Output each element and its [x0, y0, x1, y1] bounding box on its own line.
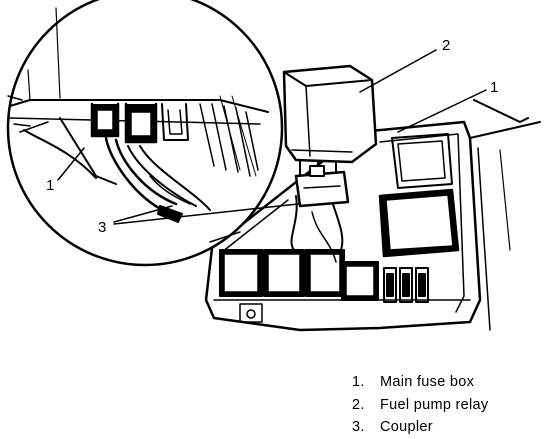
leader-coupler-b	[113, 203, 299, 225]
leader-fuse-box	[397, 89, 487, 133]
callout-fuse-box: 1	[490, 79, 498, 96]
callout-relay: 2	[442, 37, 450, 54]
leader-inset-fuse-box	[57, 147, 85, 181]
vehicle-panel	[469, 99, 541, 331]
coupler	[294, 165, 350, 208]
leader-relay	[359, 49, 437, 93]
callout-inset-fuse-box: 1	[46, 177, 54, 194]
leader-lines	[57, 49, 487, 225]
legend-item: 3. Coupler	[352, 416, 488, 439]
legend-label: Main fuse box	[380, 374, 475, 390]
callout-coupler: 3	[98, 219, 106, 236]
fuel-pump-relay	[282, 64, 378, 179]
legend-label: Fuel pump relay	[380, 396, 489, 413]
main-fuse-box	[204, 120, 482, 332]
legend-item: 2. Fuel pump relay	[352, 394, 488, 417]
magnified-inset	[6, 0, 284, 267]
legend-item: 1. Main fuse box	[352, 371, 488, 394]
legend: 1. Main fuse box 2. Fuel pump relay 3. C…	[352, 371, 488, 439]
legend-number: 1.	[352, 374, 365, 390]
legend-number: 3.	[352, 419, 365, 435]
legend-number: 2.	[352, 396, 365, 413]
leader-coupler-a	[113, 205, 173, 223]
legend-label: Coupler	[380, 419, 433, 435]
inset-connector-line	[209, 231, 241, 243]
